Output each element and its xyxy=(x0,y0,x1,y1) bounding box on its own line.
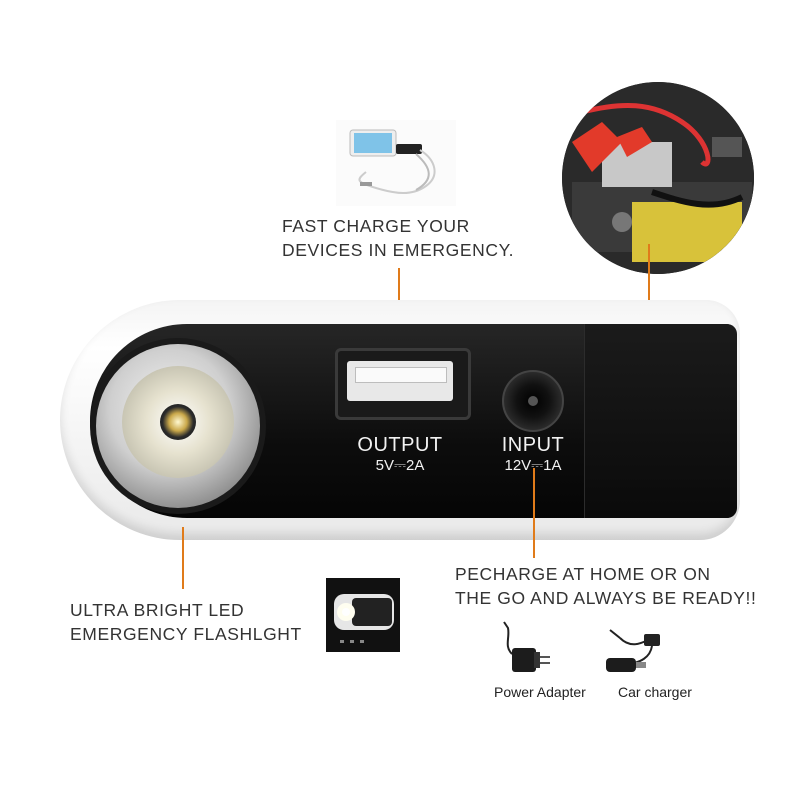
input-label: INPUT 12V⎓1A xyxy=(490,434,576,474)
power-adapter-item: Power Adapter xyxy=(480,618,600,704)
fast-charge-line-2: DEVICES IN EMERGENCY. xyxy=(282,240,515,260)
flashlight-photo xyxy=(326,578,400,652)
recharge-line-1: PECHARGE AT HOME OR ON xyxy=(455,564,711,584)
car-battery-photo xyxy=(562,82,754,274)
input-title: INPUT xyxy=(501,434,565,456)
flashlight-line-1: ULTRA BRIGHT LED xyxy=(70,600,245,620)
car-charger-icon xyxy=(606,629,660,672)
flashlight-reflector xyxy=(122,366,234,478)
power-adapter-icon xyxy=(503,621,550,672)
car-charger-item: Car charger xyxy=(600,618,720,704)
flashlight-lens xyxy=(96,344,260,508)
device-side-panel xyxy=(584,324,737,518)
phone-charging-photo xyxy=(336,120,456,206)
flashlight-line-2: EMERGENCY FLASHLGHT xyxy=(70,624,302,644)
fast-charge-line-1: FAST CHARGE YOUR xyxy=(282,216,470,236)
flashlight-caption: ULTRA BRIGHT LED EMERGENCY FLASHLGHT xyxy=(70,598,302,646)
led-icon xyxy=(160,404,196,440)
jump-starter-device: OUTPUT 5V⎓2A INPUT 12V⎓1A xyxy=(60,300,740,540)
output-label: OUTPUT 5V⎓2A xyxy=(346,434,454,474)
flashlight-pointer-line xyxy=(182,527,184,589)
dc-input-port xyxy=(502,370,564,432)
output-spec: 5V⎓2A xyxy=(375,457,425,474)
power-adapter-label: Power Adapter xyxy=(494,684,586,700)
recharge-caption: PECHARGE AT HOME OR ON THE GO AND ALWAYS… xyxy=(455,562,756,610)
input-spec: 12V⎓1A xyxy=(504,457,562,474)
input-pointer-line xyxy=(533,468,535,558)
output-title: OUTPUT xyxy=(357,434,443,456)
fast-charge-caption: FAST CHARGE YOUR DEVICES IN EMERGENCY. xyxy=(282,214,514,262)
recharge-line-2: THE GO AND ALWAYS BE READY!! xyxy=(455,588,757,608)
usb-output-port xyxy=(335,348,471,420)
car-charger-label: Car charger xyxy=(618,684,692,700)
